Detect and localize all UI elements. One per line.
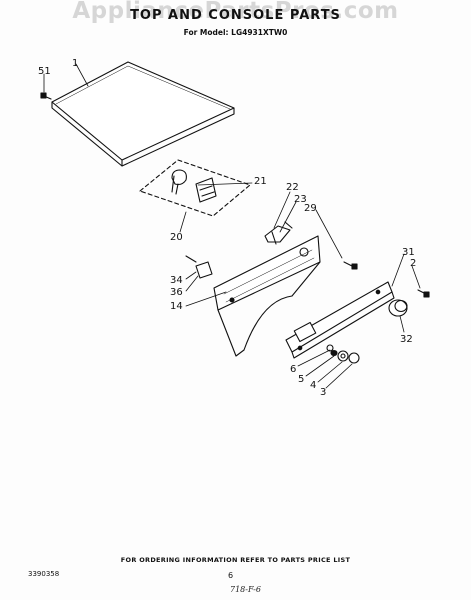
callout-32: 32 xyxy=(400,334,413,345)
callout-21: 21 xyxy=(254,176,267,187)
callout-36: 36 xyxy=(170,287,183,298)
page-number: 6 xyxy=(228,571,234,580)
screw-51 xyxy=(40,92,52,100)
callout-31: 31 xyxy=(402,247,415,258)
leader-lines xyxy=(43,63,421,389)
callout-1: 1 xyxy=(72,58,78,69)
knob-32 xyxy=(388,299,408,317)
screw-2 xyxy=(417,289,430,298)
watermark: AppliancePartsPros.com xyxy=(72,0,399,24)
callout-29: 29 xyxy=(304,203,317,214)
callout-2: 2 xyxy=(410,258,416,269)
callout-51: 51 xyxy=(38,66,51,77)
callout-20: 20 xyxy=(170,232,183,243)
console-panel-31 xyxy=(285,281,395,359)
ordering-note: FOR ORDERING INFORMATION REFER TO PARTS … xyxy=(120,556,351,564)
callout-14: 14 xyxy=(170,301,183,312)
callout-3: 3 xyxy=(320,387,326,398)
callout-4: 4 xyxy=(310,380,316,391)
callout-34: 34 xyxy=(170,275,183,286)
callout-6: 6 xyxy=(290,364,296,375)
screw-29 xyxy=(343,261,358,270)
document-number: 3390358 xyxy=(28,570,60,578)
model-line: For Model: LG4931XTW0 xyxy=(183,28,288,37)
top-panel xyxy=(51,61,235,167)
dashed-group-20 xyxy=(139,159,251,217)
callout-23: 23 xyxy=(294,194,307,205)
knob-stack-3-6 xyxy=(326,344,360,364)
handwritten-note: 718-F-6 xyxy=(230,585,261,594)
console-back-14 xyxy=(213,235,321,357)
callout-5: 5 xyxy=(298,374,304,385)
clip-34 xyxy=(185,255,213,279)
page-title: TOP AND CONSOLE PARTS xyxy=(130,8,341,23)
callout-22: 22 xyxy=(286,182,299,193)
component-21 xyxy=(171,169,217,203)
bracket-22 xyxy=(264,221,293,245)
